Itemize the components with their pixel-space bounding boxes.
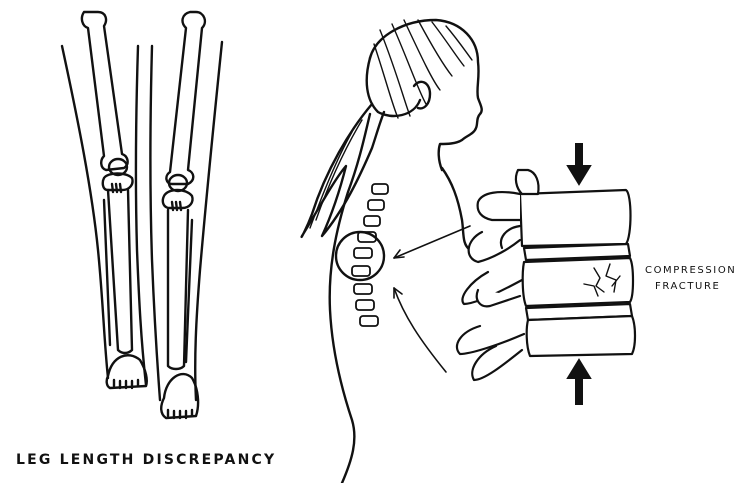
pointer-arrow-lower <box>394 288 446 372</box>
compression-fracture-label: COMPRESSION FRACTURE <box>645 263 736 295</box>
vertebra-illustration <box>457 170 635 380</box>
fracture-highlight-circle <box>336 232 384 280</box>
head-outline <box>370 20 482 170</box>
compression-label-line1: COMPRESSION <box>645 263 736 279</box>
leg-length-discrepancy-caption: LEG LENGTH DISCREPANCY <box>16 452 276 468</box>
spine-icon <box>352 184 388 326</box>
pointer-arrow-upper <box>394 226 470 258</box>
compression-label-line2: FRACTURE <box>645 279 736 295</box>
